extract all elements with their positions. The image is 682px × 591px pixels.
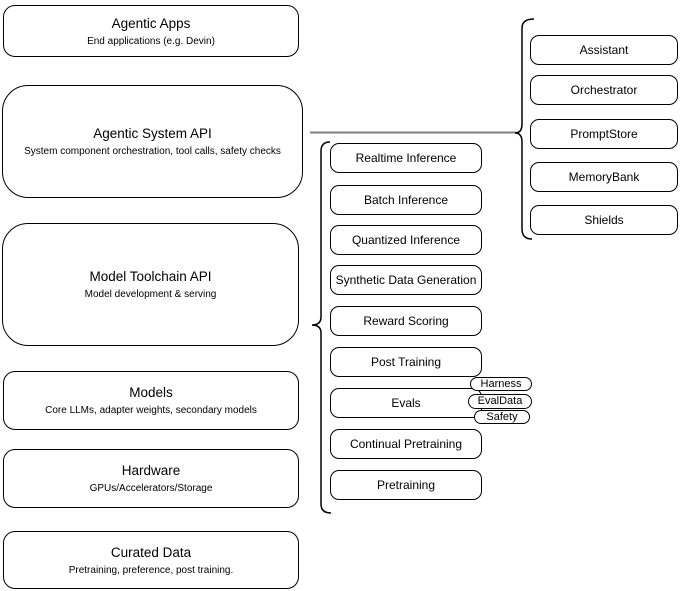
node-models[interactable]: Models Core LLMs, adapter weights, secon…	[3, 371, 299, 430]
node-title: Agentic Apps	[111, 15, 191, 31]
node-label: Quantized Inference	[351, 233, 461, 247]
node-label: Realtime Inference	[355, 151, 457, 165]
node-label: MemoryBank	[568, 170, 640, 184]
node-label: PromptStore	[570, 127, 638, 141]
node-title: Curated Data	[110, 544, 192, 560]
node-title: Model Toolchain API	[89, 269, 212, 284]
system-brace	[514, 18, 535, 240]
node-label: Reward Scoring	[363, 314, 449, 328]
node-label: Evals	[391, 396, 421, 410]
tag-harness[interactable]: Harness	[470, 377, 532, 391]
node-synthetic-data-generation[interactable]: Synthetic Data Generation	[330, 265, 482, 295]
node-quantized-inference[interactable]: Quantized Inference	[330, 225, 482, 255]
node-realtime-inference[interactable]: Realtime Inference	[330, 143, 482, 173]
node-assistant[interactable]: Assistant	[530, 35, 678, 65]
node-promptstore[interactable]: PromptStore	[530, 119, 678, 149]
node-subtitle: GPUs/Accelerators/Storage	[89, 483, 213, 494]
node-label: Assistant	[579, 43, 629, 57]
toolchain-brace	[311, 141, 332, 514]
node-label: Pretraining	[376, 478, 436, 492]
node-subtitle: End applications (e.g. Devin)	[87, 35, 215, 47]
node-agentic-system-api[interactable]: Agentic System API System component orch…	[2, 85, 303, 198]
node-title: Hardware	[121, 463, 181, 478]
node-label: Shields	[584, 213, 624, 227]
node-continual-pretraining[interactable]: Continual Pretraining	[330, 429, 482, 459]
node-title: Agentic System API	[93, 126, 212, 141]
node-label: Batch Inference	[363, 193, 449, 207]
node-label: Synthetic Data Generation	[335, 273, 477, 287]
node-label: Orchestrator	[570, 83, 638, 97]
node-memorybank[interactable]: MemoryBank	[530, 162, 678, 192]
tag-label: Safety	[486, 410, 518, 423]
node-hardware[interactable]: Hardware GPUs/Accelerators/Storage	[3, 449, 299, 508]
node-evals[interactable]: Evals	[330, 388, 482, 418]
node-orchestrator[interactable]: Orchestrator	[530, 75, 678, 105]
node-label: Continual Pretraining	[349, 437, 463, 451]
node-pretraining[interactable]: Pretraining	[330, 470, 482, 500]
node-subtitle: Model development & serving	[84, 289, 217, 300]
node-subtitle: Pretraining, preference, post training.	[68, 564, 234, 576]
node-batch-inference[interactable]: Batch Inference	[330, 185, 482, 215]
node-post-training[interactable]: Post Training	[330, 347, 482, 377]
tag-evaldata[interactable]: EvalData	[468, 394, 532, 409]
node-subtitle: Core LLMs, adapter weights, secondary mo…	[45, 405, 257, 416]
node-subtitle: System component orchestration, tool cal…	[24, 146, 281, 157]
node-reward-scoring[interactable]: Reward Scoring	[330, 306, 482, 336]
tag-safety[interactable]: Safety	[474, 410, 530, 424]
node-curated-data[interactable]: Curated Data Pretraining, preference, po…	[3, 531, 299, 589]
node-label: Post Training	[370, 355, 442, 369]
node-model-toolchain-api[interactable]: Model Toolchain API Model development & …	[2, 223, 299, 346]
tag-label: Harness	[480, 377, 522, 390]
node-agentic-apps[interactable]: Agentic Apps End applications (e.g. Devi…	[3, 5, 299, 57]
node-title: Models	[129, 385, 173, 400]
node-shields[interactable]: Shields	[530, 205, 678, 235]
tag-label: EvalData	[477, 395, 523, 407]
